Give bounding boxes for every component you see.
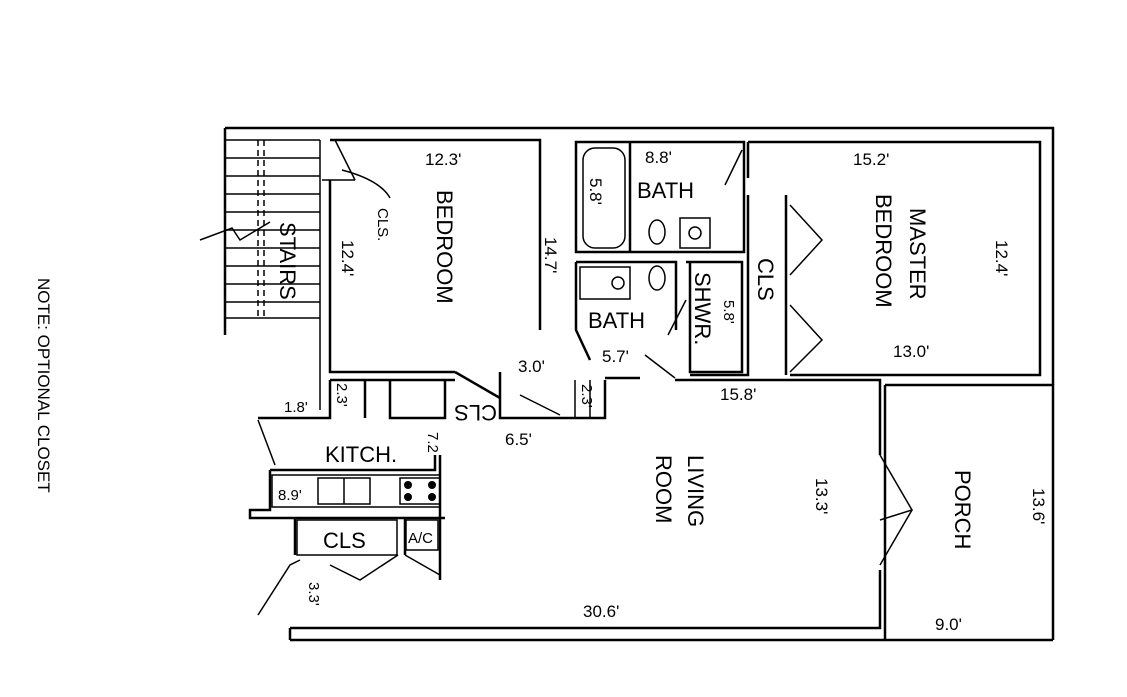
dim-bath2-width: 5.7' (602, 347, 629, 366)
dim-bedroom-side: 14.7' (541, 237, 560, 273)
sink-1 (679, 217, 711, 249)
dimensions: 12.3' 12.4' 14.7' 5.8' 8.8' 5.8' 15.2' 1… (278, 148, 1048, 634)
dim-entry-door: 3.3' (305, 582, 322, 606)
dim-hall-bottom: 6.5' (505, 430, 532, 449)
dim-living-top: 15.8' (720, 385, 756, 404)
dim-hall-right: 2.3' (578, 384, 595, 408)
master-label-2: BEDROOM (871, 194, 896, 308)
stairs-treads (199, 139, 321, 410)
dim-porch-depth: 13.6' (1029, 488, 1048, 524)
living-label-2: ROOM (651, 455, 676, 523)
porch-label: PORCH (950, 470, 975, 549)
dim-shower: 5.8' (720, 300, 737, 324)
dim-bedroom-depth: 12.4' (338, 240, 357, 276)
stove (399, 477, 441, 505)
bedroom-label: BEDROOM (432, 190, 457, 304)
dim-kitchen-width: 8.9' (278, 487, 302, 504)
ac-box (405, 519, 439, 551)
walls (199, 126, 1055, 642)
bath1-label: BATH (637, 178, 694, 203)
dim-living-width: 30.6' (583, 602, 619, 621)
toilet-2 (648, 265, 666, 291)
dim-tub: 5.8' (586, 178, 605, 205)
dim-entry: 1.8' (284, 399, 308, 416)
labels: NOTE: OPTIONAL CLOSET STAIRS BEDROOM CLS… (34, 178, 975, 553)
dim-bedroom-width: 12.3' (425, 150, 461, 169)
hall-closet-label: CLS (454, 400, 497, 425)
dim-hall: 3.0' (518, 357, 545, 376)
master-closet-label: CLS (753, 258, 778, 301)
bath1-wall (574, 140, 746, 254)
bathtub (582, 147, 626, 249)
master-label-1: MASTER (905, 208, 930, 300)
dim-hall-left: 2.3' (333, 383, 350, 407)
shower-label: SHWR. (690, 272, 715, 345)
sink-2 (579, 266, 631, 300)
note-text: NOTE: OPTIONAL CLOSET (34, 278, 53, 493)
kitchen-closet-label: CLS (323, 528, 366, 553)
bedroom-closet-label: CLS. (374, 208, 391, 241)
dim-kitchen-depth: 7.2 (424, 432, 441, 453)
dim-living-depth: 13.3' (812, 478, 831, 514)
bath2-label: BATH (588, 308, 645, 333)
kitchen-label: KITCH. (325, 442, 397, 467)
dim-bath1-width: 8.8' (645, 148, 672, 167)
kitchen-closet-box (296, 519, 398, 556)
dim-master-depth: 12.4' (992, 240, 1011, 276)
living-label-1: LIVING (683, 455, 708, 527)
dim-porch-width: 9.0' (935, 615, 962, 634)
ac-label: A/C (408, 530, 433, 547)
dim-master-width: 15.2' (853, 150, 889, 169)
stairs-label: STAIRS (275, 222, 300, 300)
dim-master-bottom: 13.0' (893, 342, 929, 361)
toilet-1 (648, 219, 666, 245)
